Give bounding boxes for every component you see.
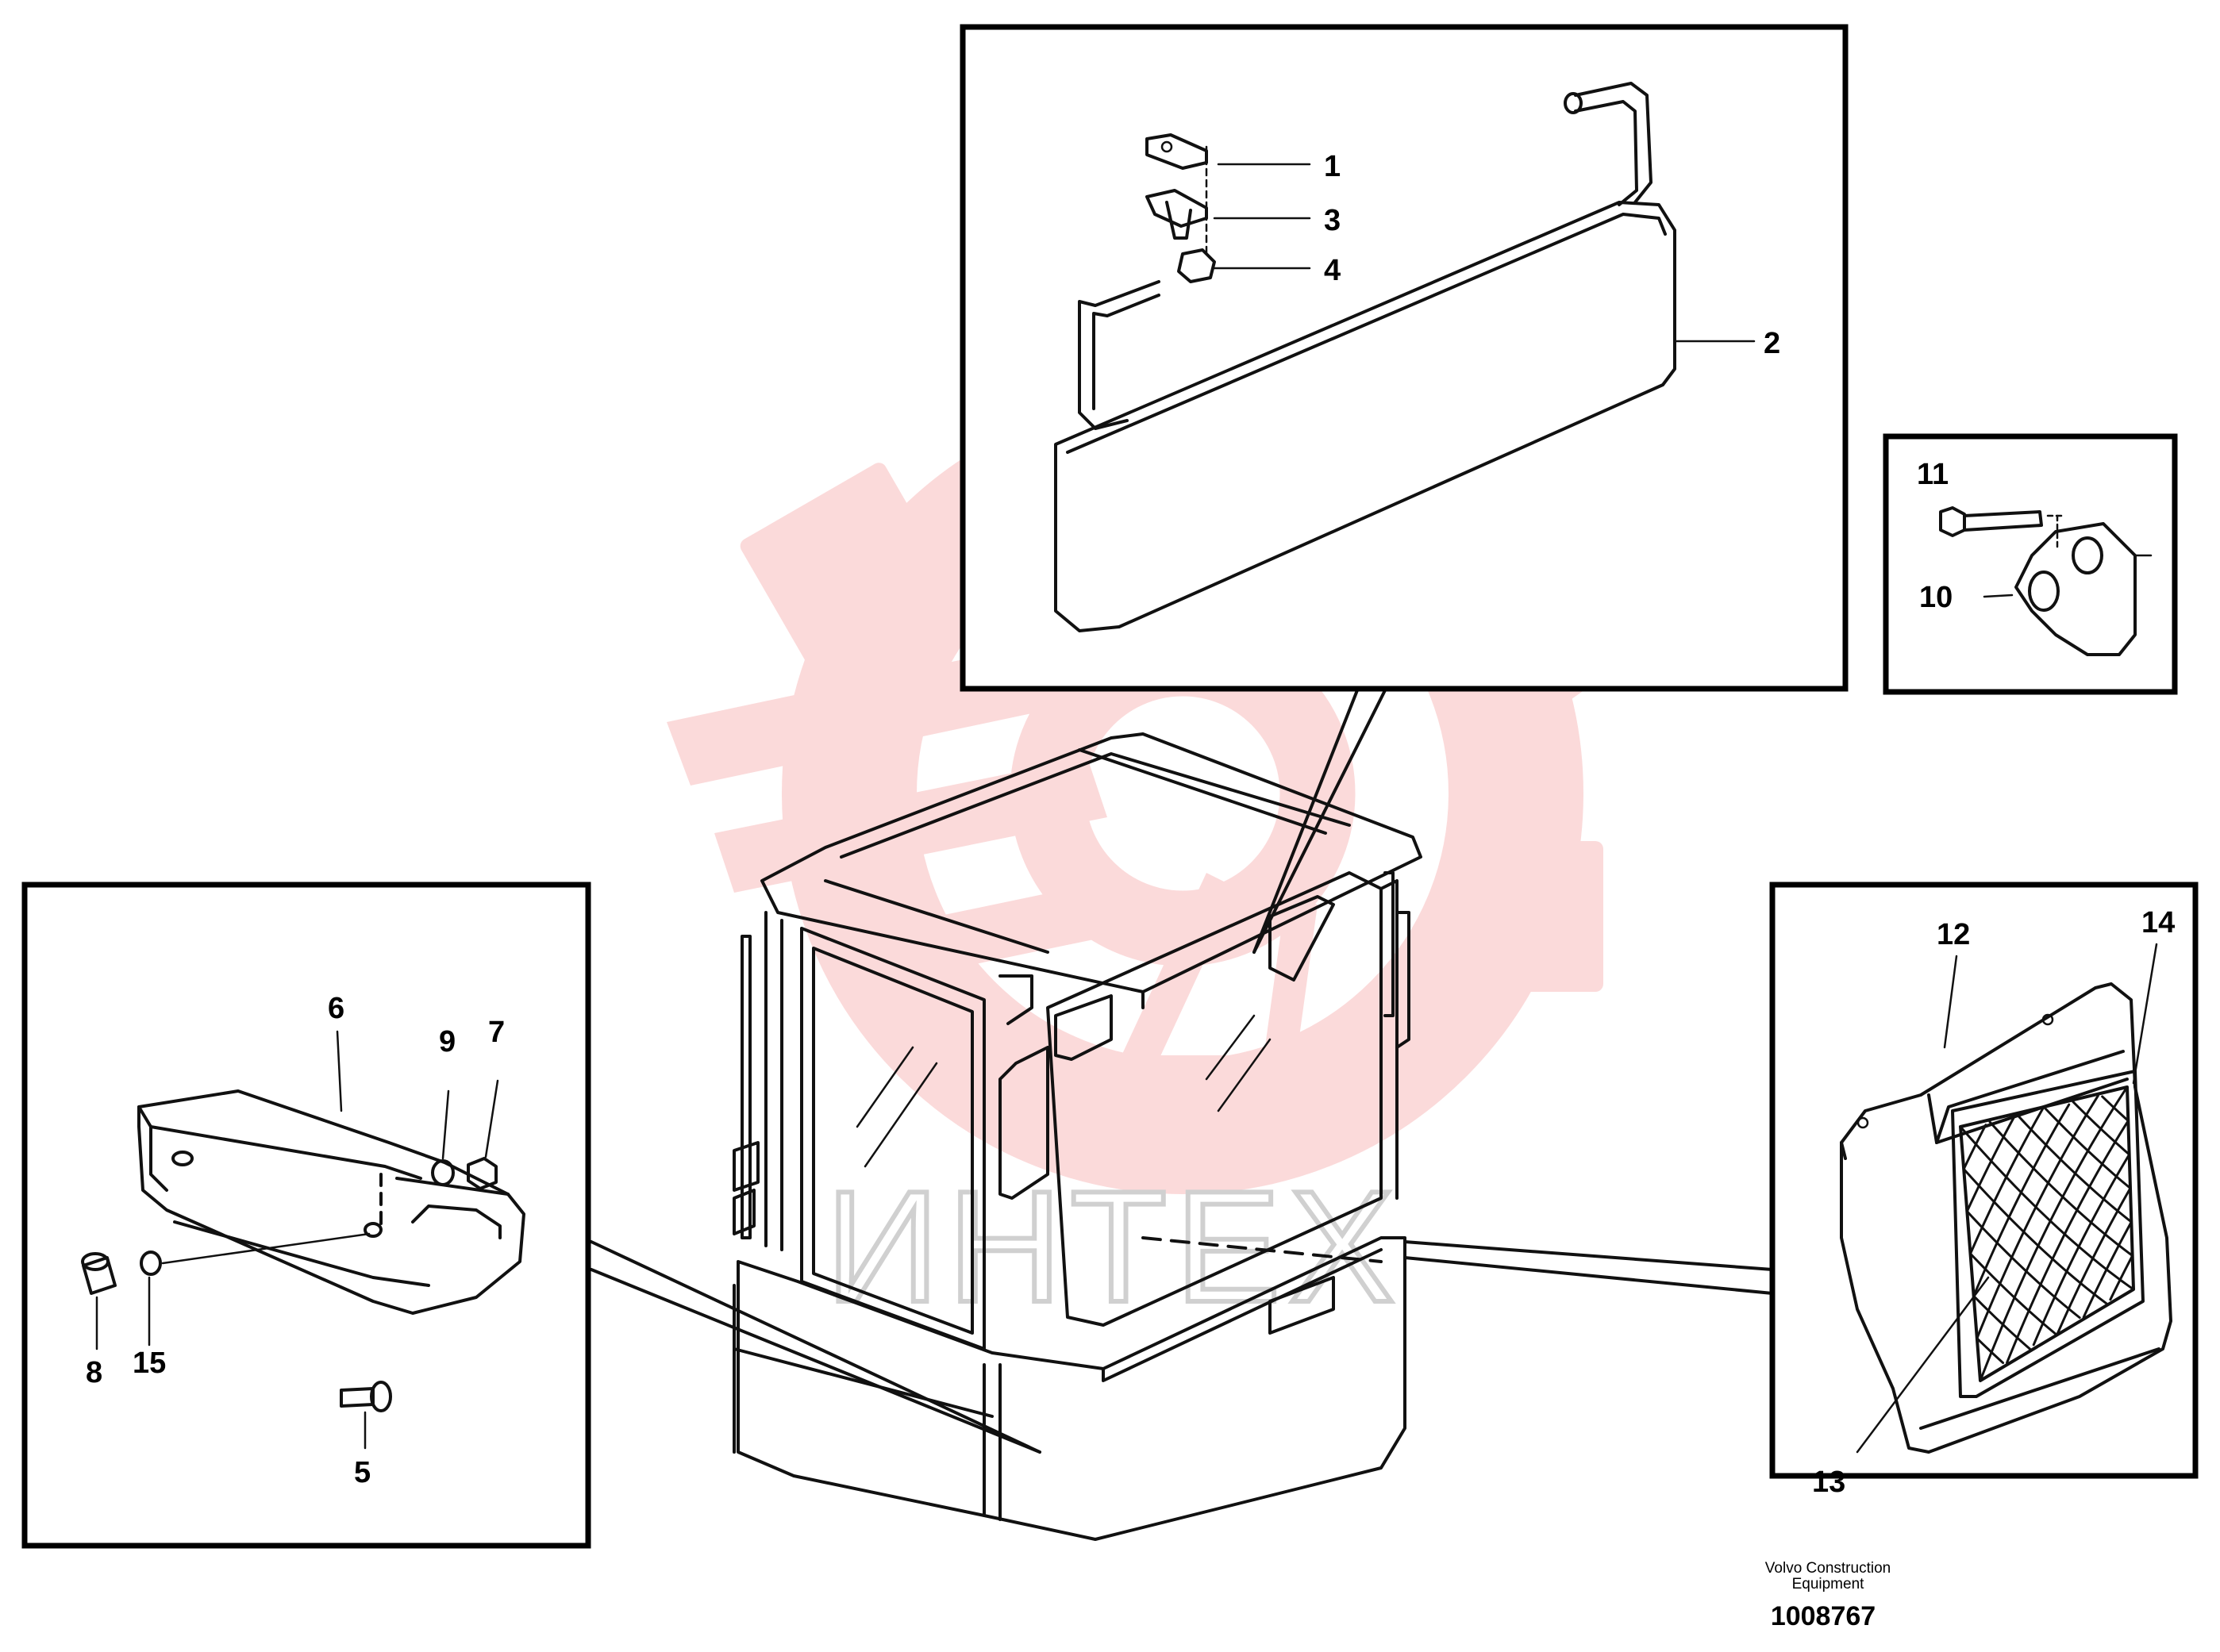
detail-box-storage-net: 12 14 13 [1769,882,2199,1499]
callout-9: 9 [439,1025,456,1058]
detail-box-sun-visor: 1 3 4 2 [960,24,1849,692]
callout-13: 13 [1812,1466,1845,1499]
detail-box-storage-tray: 6 9 7 8 15 5 [21,882,591,1549]
net-mesh-line [2101,1095,2130,1122]
net-mesh-line [1976,1094,2099,1340]
net-mesh-line [1972,1103,2071,1297]
callout-8: 8 [86,1356,102,1389]
net-mesh-line [2018,1115,2133,1224]
callout-15: 15 [133,1347,166,1380]
callout-3: 3 [1324,204,1341,237]
callout-10: 10 [1919,581,1953,614]
net-mesh-line [2109,1254,2134,1301]
net-mesh-line [1962,1124,1987,1170]
drawing-footer: Volvo Construction Equipment 1008767 [1765,1560,1891,1631]
net-mesh-line [1969,1252,2058,1336]
net-mesh-line [2082,1220,2133,1319]
watermark-text: ИНТЕХ [825,1158,1402,1335]
callout-7: 7 [488,1016,505,1049]
leader-lines [590,689,1774,1454]
net-mesh-line [1972,1294,2032,1350]
callout-5: 5 [354,1456,371,1489]
callout-1: 1 [1324,150,1341,183]
detail-box-coat-hook: 11 10 [1883,433,2178,695]
net-mesh-line [2006,1120,2130,1364]
net-mesh-line [1965,1210,2081,1320]
manufacturer-line-2: Equipment [1792,1576,1865,1592]
manufacturer-line-1: Volvo Construction [1765,1560,1891,1577]
callout-2: 2 [1764,327,1780,360]
cab-drawing [733,732,1422,1541]
net-mesh-line [1976,1337,2005,1365]
callout-4: 4 [1324,254,1341,287]
callout-6: 6 [328,992,344,1025]
callout-12: 12 [1937,918,1970,951]
callout-14: 14 [2141,906,2175,939]
net-mesh-line [1962,1167,2108,1305]
net-mesh-line [2032,1153,2131,1347]
net-mesh-line [2056,1187,2132,1336]
drawing-number: 1008767 [1771,1601,1876,1631]
callout-11: 11 [1917,458,1949,491]
net-mesh-line [1965,1114,2016,1213]
